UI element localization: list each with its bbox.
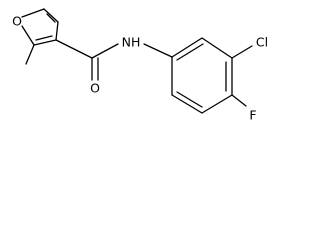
bond-n-c1 <box>143 43 173 58</box>
bond-c2-o <box>21 25 35 46</box>
bond-ring-c2-c3 <box>201 37 233 59</box>
bond-ring-c1-c2-double <box>176 43 204 61</box>
bond-c4-c3 <box>55 21 59 41</box>
chlorine-label: Cl <box>256 35 268 50</box>
bond-c4-f <box>231 94 247 107</box>
bond-c3-c2 <box>33 39 57 46</box>
bonds <box>21 8 253 114</box>
bond-c3-carbonyl <box>55 39 93 59</box>
bond-c2-methyl <box>25 44 35 65</box>
furan-oxygen-label: O <box>12 14 22 29</box>
bond-c5-c4 <box>43 8 59 23</box>
bond-c4-c5-double <box>46 13 56 23</box>
bond-ring-c5-c6 <box>171 94 203 114</box>
bond-ring-c5-c6-double <box>176 91 203 108</box>
fluorine-label: F <box>249 108 256 123</box>
molecule-structure: O O NH Cl F <box>12 8 268 123</box>
amide-nh-label: NH <box>122 35 141 50</box>
bond-ring-c1-c2 <box>171 37 203 58</box>
bond-c3-c2-double <box>35 35 53 41</box>
carbonyl-oxygen-label: O <box>90 81 100 96</box>
atom-labels: O O NH Cl F <box>12 14 268 123</box>
bond-o-c5 <box>21 8 45 18</box>
bond-ring-c4-c5 <box>201 94 233 114</box>
bond-carbonyl-n <box>91 43 119 59</box>
bond-c3-cl <box>231 45 253 59</box>
